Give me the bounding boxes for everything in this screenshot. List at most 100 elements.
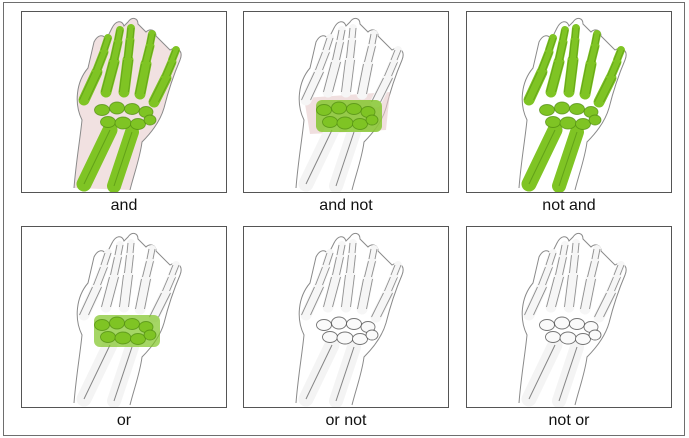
finger-bone: [563, 245, 565, 255]
panel-caption: or: [21, 412, 227, 430]
finger-bone: [388, 277, 394, 291]
hand-svg: [244, 12, 448, 192]
finger-bone: [575, 28, 576, 38]
forearm-bone-edge: [529, 345, 555, 399]
carpal-bone: [131, 119, 146, 130]
carpal-bone: [332, 102, 347, 114]
finger-bone: [559, 257, 563, 275]
finger-bone: [340, 30, 342, 40]
carpal-bone: [540, 320, 555, 331]
carpal-bone: [317, 105, 332, 116]
panel-caption: or not: [243, 412, 449, 430]
forearm-bone-edge: [84, 345, 110, 399]
finger-bone: [368, 261, 372, 277]
hand-render-image: [21, 226, 227, 408]
finger-bone: [128, 255, 130, 273]
finger-bone: [146, 261, 150, 277]
hand: [74, 233, 181, 405]
hand-svg: [244, 227, 448, 407]
hand-render-image: [466, 11, 672, 193]
finger-bone: [372, 249, 374, 259]
carpal-bone: [353, 334, 368, 345]
finger-bone: [118, 30, 120, 40]
carpal-bone: [125, 104, 140, 115]
figure: and and not not and or or not not or: [3, 2, 685, 436]
carpal-bone: [115, 117, 131, 129]
finger-bone: [573, 255, 575, 273]
finger-bone: [319, 267, 326, 285]
carpal-bone: [95, 320, 110, 331]
carpal-bone: [570, 319, 585, 330]
panel-caption: not or: [466, 412, 672, 430]
finger-bone: [551, 62, 559, 92]
finger-bone: [130, 243, 131, 253]
finger-bone: [372, 34, 374, 44]
finger-bone: [150, 249, 152, 259]
carpal-bone: [560, 117, 576, 129]
forearm-bone-edge: [306, 345, 332, 399]
carpal-bone: [540, 105, 555, 116]
finger-bone: [542, 52, 549, 70]
carpal-bone: [101, 332, 116, 343]
finger-bone: [166, 277, 172, 291]
carpal-bone: [337, 117, 353, 129]
hand: [296, 233, 403, 405]
hand-render-image: [243, 11, 449, 193]
finger-bone: [130, 28, 131, 38]
finger-bone: [569, 60, 573, 92]
carpal-bone: [560, 332, 576, 344]
finger-bone: [611, 277, 617, 291]
panel-caption: not and: [466, 197, 672, 215]
finger-bone: [166, 62, 172, 76]
finger-bone: [150, 34, 152, 44]
carpal-bone: [347, 319, 362, 330]
hand: [296, 18, 403, 190]
finger-bone: [350, 255, 352, 273]
carpal-bone: [347, 104, 362, 115]
finger-bone: [124, 275, 128, 307]
finger-bone: [563, 30, 565, 40]
carpal-bone: [144, 115, 156, 125]
carpal-bone: [353, 119, 368, 130]
carpal-bone: [555, 102, 570, 114]
carpal-bone: [366, 115, 378, 125]
finger-bone: [591, 261, 595, 277]
finger-bone: [106, 277, 114, 307]
hand-svg: [22, 12, 226, 192]
hand-render-image: [243, 226, 449, 408]
finger-bone: [352, 243, 353, 253]
forearm-bone-edge: [529, 130, 555, 184]
carpal-bone: [110, 102, 125, 114]
finger-bone: [118, 245, 120, 255]
hand: [519, 233, 626, 405]
hand-svg: [22, 227, 226, 407]
carpal-bone: [546, 332, 561, 343]
finger-bone: [319, 52, 326, 70]
finger-bone: [146, 46, 150, 62]
finger-bone: [346, 60, 350, 92]
hand: [74, 18, 181, 190]
finger-bone: [114, 257, 118, 275]
finger-bone: [346, 275, 350, 307]
finger-bone: [124, 60, 128, 92]
finger-bone: [328, 277, 336, 307]
finger-bone: [595, 249, 597, 259]
carpal-bone: [366, 330, 378, 340]
carpal-bone: [323, 117, 338, 128]
finger-bone: [591, 46, 595, 62]
carpal-bone: [144, 330, 156, 340]
finger-bone: [551, 277, 559, 307]
carpal-bone: [115, 332, 131, 344]
hand-render-image: [466, 226, 672, 408]
finger-bone: [350, 40, 352, 58]
finger-bone: [336, 257, 340, 275]
carpal-bone: [332, 317, 347, 329]
finger-bone: [595, 34, 597, 44]
finger-bone: [611, 62, 617, 76]
finger-bone: [352, 28, 353, 38]
forearm-bone-edge: [306, 130, 332, 184]
finger-bone: [128, 40, 130, 58]
carpal-bone: [576, 119, 591, 130]
carpal-bone: [546, 117, 561, 128]
finger-bone: [573, 40, 575, 58]
